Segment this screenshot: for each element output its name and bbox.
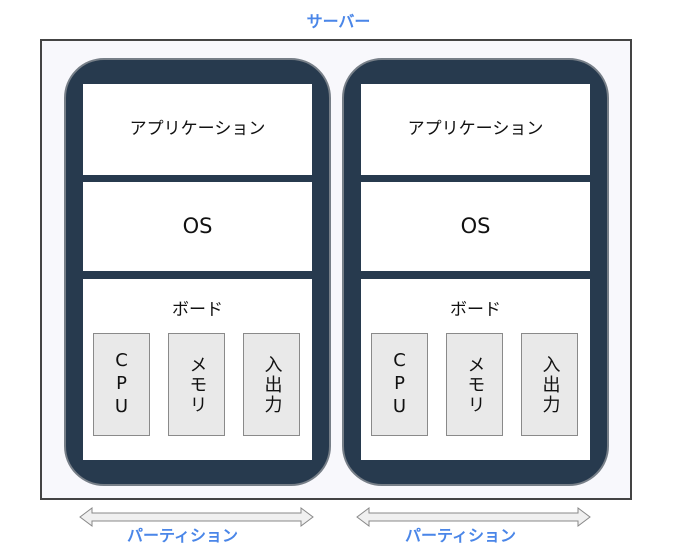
partition-width-arrow-1	[79, 507, 314, 527]
application-layer: アプリケーション	[361, 84, 590, 175]
board-label: ボード	[172, 300, 223, 320]
io-label: 入出力	[261, 354, 283, 415]
application-layer: アプリケーション	[83, 84, 312, 175]
board-layer: ボード CPU メモリ 入出力	[83, 279, 312, 460]
partition-label-1: パーティション	[126, 526, 239, 545]
partition-1: アプリケーション OS ボード CPU メモリ 入出力	[64, 58, 331, 486]
cpu-component: CPU	[371, 333, 428, 436]
partition-2: アプリケーション OS ボード CPU メモリ 入出力	[342, 58, 609, 486]
cpu-label: CPU	[389, 350, 410, 419]
io-component: 入出力	[243, 333, 300, 436]
partition-width-arrow-2	[356, 507, 591, 527]
partition-label-2: パーティション	[404, 526, 517, 545]
io-component: 入出力	[521, 333, 578, 436]
board-layer: ボード CPU メモリ 入出力	[361, 279, 590, 460]
memory-component: メモリ	[168, 333, 225, 436]
cpu-component: CPU	[93, 333, 150, 436]
memory-label: メモリ	[186, 354, 208, 415]
memory-component: メモリ	[446, 333, 503, 436]
board-label: ボード	[450, 300, 501, 320]
memory-label: メモリ	[464, 354, 486, 415]
os-layer: OS	[361, 182, 590, 271]
cpu-label: CPU	[111, 350, 132, 419]
io-label: 入出力	[539, 354, 561, 415]
server-title: サーバー	[306, 12, 371, 31]
os-layer: OS	[83, 182, 312, 271]
